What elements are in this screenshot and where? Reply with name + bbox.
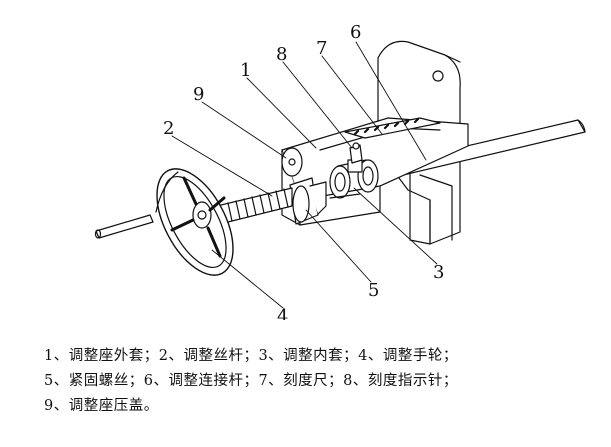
- leader-4: [211, 249, 284, 309]
- leader-lines: [171, 41, 438, 309]
- adjustment-assembly-diagram: 1 2 3 4 5 6 7 8 9: [94, 22, 586, 320]
- callout-7: 7: [316, 38, 327, 59]
- legend-line-1: 1、调整座外套；2、调整丝杆；3、调整内套；4、调整手轮；: [44, 348, 458, 364]
- leader-1: [246, 77, 317, 149]
- callout-9: 9: [193, 84, 204, 105]
- callout-8: 8: [276, 44, 287, 65]
- leader-2: [171, 135, 273, 197]
- leader-7: [321, 55, 383, 135]
- leader-6: [355, 41, 427, 161]
- fastening-screw: [289, 177, 327, 225]
- callout-5: 5: [368, 280, 379, 301]
- hand-wheel: [155, 168, 234, 276]
- leader-9: [201, 101, 287, 159]
- scale-ruler: [344, 117, 441, 139]
- wheel-handle: [94, 214, 154, 239]
- indicator-pin: [349, 142, 363, 164]
- callout-4: 4: [277, 306, 288, 320]
- leader-5: [305, 209, 372, 283]
- parts-legend: 1、调整座外套；2、调整丝杆；3、调整内套；4、调整手轮； 5、紧固螺丝；6、调…: [44, 344, 604, 419]
- leader-8: [282, 61, 353, 149]
- callout-6: 6: [350, 22, 361, 43]
- adjusting-inner-sleeve: [329, 159, 379, 199]
- legend-line-2: 5、紧固螺丝；6、调整连接杆；7、刻度尺；8、刻度指示针；: [44, 373, 458, 389]
- callout-2: 2: [163, 118, 174, 139]
- callout-1: 1: [240, 60, 251, 81]
- leader-3: [353, 187, 438, 265]
- legend-line-3: 9、调整座压盖。: [44, 398, 159, 414]
- callout-3: 3: [433, 262, 444, 283]
